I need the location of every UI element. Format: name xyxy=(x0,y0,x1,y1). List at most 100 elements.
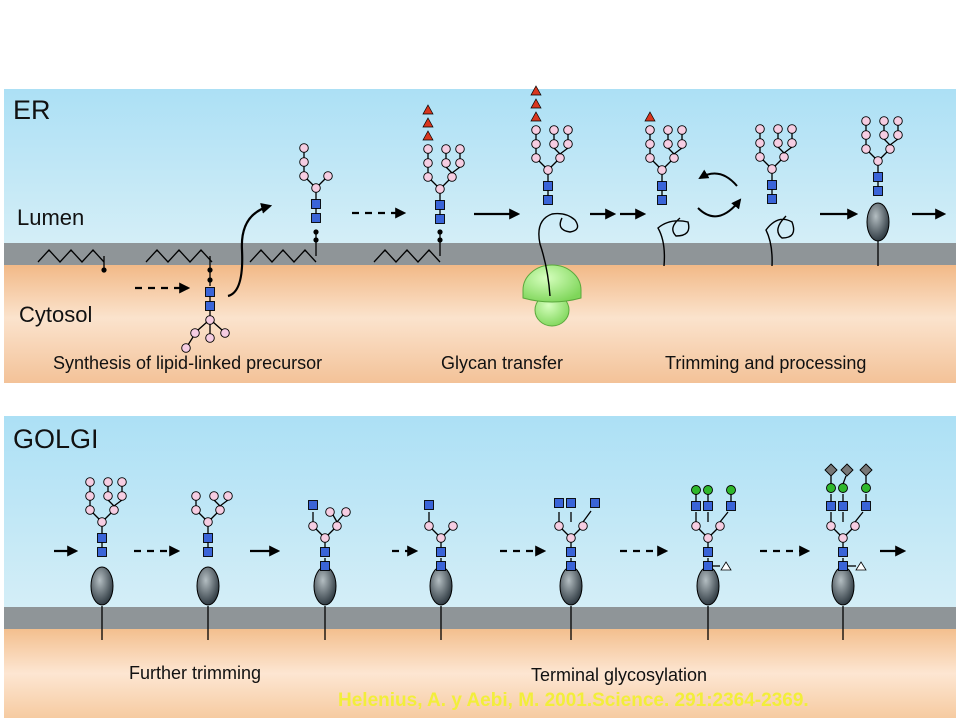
glycan-bond xyxy=(883,138,891,146)
mannose-icon xyxy=(203,517,213,527)
glycan-bond xyxy=(336,514,344,523)
phosphate-dot xyxy=(313,229,319,235)
glcnac-icon xyxy=(838,561,848,571)
mannose-icon xyxy=(893,130,903,140)
glycan-bond xyxy=(219,499,229,507)
mannose-icon xyxy=(299,143,309,153)
galactose-icon xyxy=(726,485,736,495)
mannose-icon xyxy=(332,521,342,531)
glycan-bond xyxy=(445,166,453,174)
glcnac-icon xyxy=(566,547,576,557)
mannose-icon xyxy=(787,124,797,134)
glycan-bond xyxy=(710,528,718,536)
folded-protein-icon xyxy=(196,566,220,606)
mannose-icon xyxy=(436,533,446,543)
mannose-icon xyxy=(117,491,127,501)
phosphate-dot xyxy=(437,229,443,235)
dolichol-lipid xyxy=(145,249,213,263)
glcnac-icon xyxy=(767,194,777,204)
glcnac-icon xyxy=(838,547,848,557)
mannose-icon xyxy=(861,130,871,140)
mannose-icon xyxy=(787,138,797,148)
mannose-icon xyxy=(543,165,553,175)
glycan-bond xyxy=(538,160,546,168)
glcnac-icon xyxy=(566,498,576,508)
glycan-bond xyxy=(762,159,770,167)
flip-arrow xyxy=(227,202,273,298)
galactose-icon xyxy=(703,485,713,495)
mannose-icon xyxy=(861,116,871,126)
mannose-icon xyxy=(645,139,655,149)
mannose-icon xyxy=(893,116,903,126)
glcnac-icon xyxy=(435,214,445,224)
polypeptide-chain xyxy=(538,212,579,297)
glcnac-icon xyxy=(826,501,836,511)
mannose-icon xyxy=(220,328,230,338)
mannose-icon xyxy=(663,139,673,149)
glycan-bond xyxy=(550,160,558,168)
phosphate-dot xyxy=(101,267,107,273)
mannose-icon xyxy=(879,130,889,140)
glucose-icon xyxy=(422,104,434,115)
mannose-icon xyxy=(663,125,673,135)
glcnac-icon xyxy=(767,180,777,190)
mannose-icon xyxy=(448,521,458,531)
mannose-icon xyxy=(566,533,576,543)
mannose-icon xyxy=(645,125,655,135)
mannose-icon xyxy=(308,521,318,531)
glycan-bond xyxy=(430,179,438,187)
ost-complex xyxy=(522,264,582,327)
glycan-bond xyxy=(833,528,841,536)
glycan-bond xyxy=(559,147,569,155)
glucose-icon xyxy=(422,130,434,141)
phosphate-dot xyxy=(313,237,319,243)
mannose-icon xyxy=(885,144,895,154)
glcnac-icon xyxy=(703,547,713,557)
cycle-arrow xyxy=(698,169,738,187)
glycan-bond xyxy=(332,514,338,523)
glycan-bond xyxy=(306,178,314,186)
mannose-icon xyxy=(205,315,215,325)
glycan-bond xyxy=(210,512,218,520)
polypeptide-chain xyxy=(765,215,795,267)
mannose-icon xyxy=(85,477,95,487)
glcnac-icon xyxy=(97,533,107,543)
glucose-icon xyxy=(644,111,656,122)
mannose-icon xyxy=(441,144,451,154)
er-panel xyxy=(4,89,956,383)
glcnac-icon xyxy=(205,301,215,311)
golgi-lumen-region xyxy=(4,416,956,607)
mannose-icon xyxy=(703,533,713,543)
mannose-icon xyxy=(85,505,95,515)
golgi-cytosol-region xyxy=(4,629,956,718)
fucose-icon xyxy=(855,561,867,571)
glcnac-icon xyxy=(873,186,883,196)
glycan-bond xyxy=(92,512,100,520)
mannose-icon xyxy=(97,517,107,527)
mannose-icon xyxy=(325,507,335,517)
er-panel-title: ER xyxy=(13,95,51,125)
glcnac-icon xyxy=(97,547,107,557)
glycan-bond xyxy=(443,528,451,536)
mannose-icon xyxy=(850,521,860,531)
glcnac-icon xyxy=(691,501,701,511)
phosphate-dot xyxy=(437,237,443,243)
mannose-icon xyxy=(531,125,541,135)
glucose-icon xyxy=(530,98,542,109)
glcnac-icon xyxy=(308,500,318,510)
dolichol-lipid xyxy=(37,249,105,263)
mannose-icon xyxy=(299,171,309,181)
caption-synthesis: Synthesis of lipid-linked precursor xyxy=(53,353,323,373)
glycan-bond xyxy=(327,528,335,536)
glucose-icon xyxy=(530,85,542,96)
glycan-bond xyxy=(318,178,326,186)
mannose-icon xyxy=(873,156,883,166)
glycan-bond xyxy=(431,528,439,536)
mannose-icon xyxy=(423,158,433,168)
pathway-elements xyxy=(37,85,947,640)
caption-terminal-glycosylation: Terminal glycosylation xyxy=(531,665,708,685)
glcnac-icon xyxy=(311,213,321,223)
glycan-bond xyxy=(774,159,782,167)
mannose-icon xyxy=(657,165,667,175)
mannose-icon xyxy=(563,139,573,149)
